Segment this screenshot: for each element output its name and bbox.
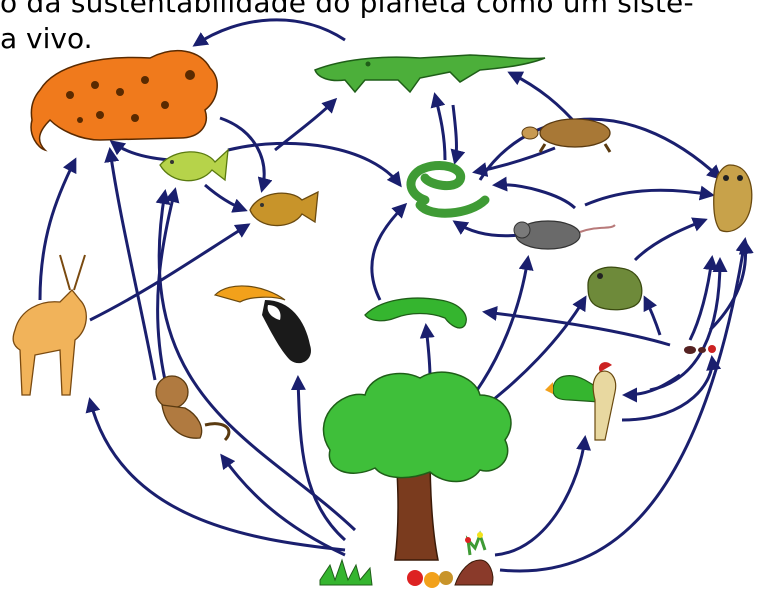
arrow <box>372 205 405 300</box>
lizard-icon <box>365 298 466 328</box>
arrow <box>159 192 355 530</box>
rat-icon <box>514 221 615 249</box>
arrow <box>455 222 520 236</box>
flower-icon <box>455 532 493 585</box>
arrow <box>90 225 248 320</box>
arrow <box>625 375 680 395</box>
tree-icon <box>323 372 511 560</box>
arrow <box>622 358 712 420</box>
arrow <box>112 142 170 160</box>
turtle-icon <box>522 119 610 152</box>
arrow <box>40 160 75 300</box>
fruit-icon <box>407 570 453 588</box>
woodpecker-icon <box>593 362 615 440</box>
fish-icon <box>160 150 228 181</box>
owl-icon <box>714 165 752 232</box>
arrow <box>228 143 400 185</box>
frog-icon <box>588 267 642 310</box>
arrow <box>690 258 712 340</box>
grass-icon <box>320 560 372 585</box>
toucan-icon <box>215 286 311 363</box>
arrow <box>495 185 575 208</box>
monkey-icon <box>156 376 229 440</box>
arrow <box>585 190 712 205</box>
arrow <box>495 438 585 555</box>
arrow <box>110 150 155 380</box>
snake-icon <box>411 165 485 213</box>
arrow <box>645 298 660 335</box>
arrow <box>485 312 670 345</box>
jaguar-icon <box>31 51 217 150</box>
piranha-icon <box>250 192 318 226</box>
arrow <box>426 326 430 378</box>
arrow <box>205 185 245 210</box>
arrow <box>195 20 345 45</box>
arrow <box>453 105 456 162</box>
deer-icon <box>13 255 86 395</box>
arrow <box>635 220 705 260</box>
arrow <box>435 95 445 160</box>
